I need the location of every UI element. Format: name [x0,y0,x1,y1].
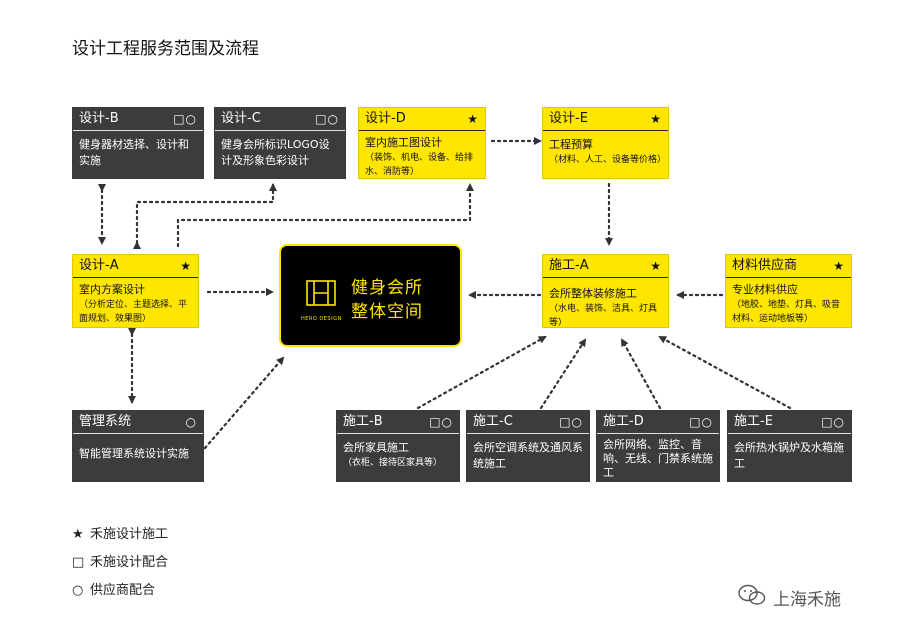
box-header: 设计-E ★ [543,108,668,131]
box-description: 室内施工图设计 [365,136,442,149]
box-subtext: （衣柜、接待区家具等） [343,458,443,468]
box-title: 施工-D [603,414,644,429]
box-title: 设计-E [549,111,588,126]
box-header: 管理系统 ○ [73,411,203,434]
legend-item-square: □ 禾施设计配合 [72,551,168,570]
box-title: 施工-C [473,414,513,429]
box-description: 健身器材选择、设计和实施 [79,138,189,167]
role-marks: ○ [185,415,197,429]
legend-label: 禾施设计施工 [90,527,169,542]
box-description: 会所整体装修施工 [549,287,637,300]
box-header: 设计-C □○ [215,108,345,131]
role-marks: ★ [650,259,662,273]
box-design-e: 设计-E ★ 工程预算 （材料、人工、设备等价格） [542,107,669,179]
box-title: 材料供应商 [732,258,798,273]
box-header: 设计-B □○ [73,108,203,131]
role-marks: □○ [315,112,339,126]
center-title-line2: 整体空间 [351,302,423,322]
box-header: 施工-B □○ [337,411,459,434]
role-marks: ★ [467,112,479,126]
arrow-build-c-build-a [539,338,587,410]
role-marks: □○ [821,415,845,429]
role-marks: □○ [173,112,197,126]
box-design-c: 设计-C □○ 健身会所标识LOGO设计及形象色彩设计 [214,107,346,179]
box-material-supplier: 材料供应商 ★ 专业材料供应 （地胶、地垫、灯具、吸音材料、运动地板等） [725,254,852,328]
role-marks: □○ [429,415,453,429]
center-whole-space: HERO DESIGN 健身会所 整体空间 [279,244,462,347]
box-description: 会所网络、监控、音响、无线、门禁系统施工 [603,438,713,479]
legend-label: 禾施设计配合 [90,555,169,570]
legend-item-circle: ○ 供应商配合 [72,579,155,598]
legend-item-star: ★ 禾施设计施工 [72,523,168,542]
box-title: 施工-A [549,258,589,273]
box-build-c: 施工-C □○ 会所空调系统及通风系统施工 [466,410,590,482]
box-description: 工程预算 [549,138,593,151]
box-title: 施工-B [343,414,383,429]
box-design-a: 设计-A ★ 室内方案设计 （分析定位、主题选择、平面规划、效果图） [72,254,199,328]
circle-icon: ○ [72,583,84,598]
role-marks: ★ [180,259,192,273]
box-title: 设计-C [221,111,261,126]
arrow-design-a-design-c [133,183,277,249]
box-subtext: （材料、人工、设备等价格） [549,155,667,165]
box-description: 专业材料供应 [732,283,798,296]
hero-design-logo-icon [306,280,336,306]
arrow-management-center [203,356,285,450]
watermark-text: 上海禾施 [773,590,841,610]
box-description: 室内方案设计 [79,283,145,296]
role-marks: ★ [650,112,662,126]
arrow-build-e-build-a [658,335,792,410]
box-subtext: （地胶、地垫、灯具、吸音材料、运动地板等） [732,300,841,324]
role-marks: ★ [833,259,845,273]
box-title: 施工-E [734,414,773,429]
box-header: 施工-C □○ [467,411,589,434]
box-description: 智能管理系统设计实施 [79,447,189,460]
box-design-d: 设计-D ★ 室内施工图设计 （装饰、机电、设备、给排水、消防等） [358,107,486,179]
box-build-d: 施工-D □○ 会所网络、监控、音响、无线、门禁系统施工 [596,410,720,482]
role-marks: □○ [559,415,583,429]
box-description: 会所空调系统及通风系统施工 [473,441,583,470]
logo-text: HERO DESIGN [301,316,342,322]
box-header: 施工-A ★ [543,255,668,278]
box-title: 管理系统 [79,414,132,429]
box-subtext: （水电、装饰、洁具、灯具等） [549,304,658,328]
arrow-design-a-design-d [176,183,474,248]
box-title: 设计-B [79,111,119,126]
role-marks: □○ [689,415,713,429]
box-build-b: 施工-B □○ 会所家具施工 （衣柜、接待区家具等） [336,410,460,482]
wechat-icon [738,584,766,605]
box-header: 设计-D ★ [359,108,485,131]
box-subtext: （分析定位、主题选择、平面规划、效果图） [79,300,188,324]
box-build-a: 施工-A ★ 会所整体装修施工 （水电、装饰、洁具、灯具等） [542,254,669,328]
box-management-system: 管理系统 ○ 智能管理系统设计实施 [72,410,204,482]
box-design-b: 设计-B □○ 健身器材选择、设计和实施 [72,107,204,179]
box-title: 设计-D [365,111,406,126]
square-icon: □ [72,555,85,570]
box-description: 会所家具施工 [343,441,409,454]
box-subtext: （装饰、机电、设备、给排水、消防等） [365,153,474,177]
center-title-line1: 健身会所 [351,278,423,298]
page-title: 设计工程服务范围及流程 [72,39,259,59]
box-build-e: 施工-E □○ 会所热水锅炉及水箱施工 [727,410,852,482]
arrow-build-b-build-a [416,335,547,410]
box-description: 会所热水锅炉及水箱施工 [734,441,844,470]
legend-label: 供应商配合 [90,583,156,598]
box-description: 健身会所标识LOGO设计及形象色彩设计 [221,138,330,167]
box-header: 材料供应商 ★ [726,255,851,278]
arrow-build-d-build-a [620,338,662,410]
star-icon: ★ [72,527,84,542]
box-title: 设计-A [79,258,119,273]
box-header: 施工-D □○ [597,411,719,434]
box-header: 设计-A ★ [73,255,198,278]
box-header: 施工-E □○ [728,411,851,434]
